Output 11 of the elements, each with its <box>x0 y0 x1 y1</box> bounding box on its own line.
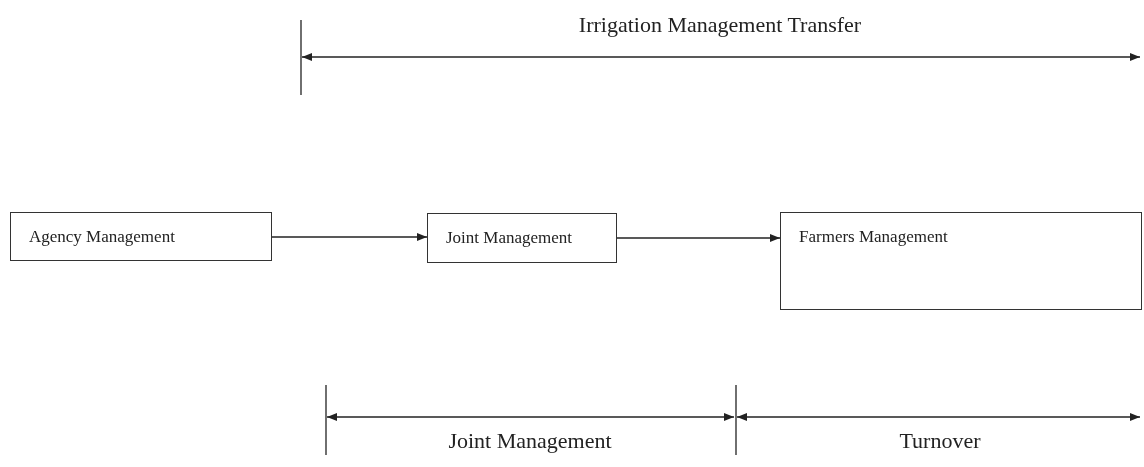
node-label: Farmers Management <box>799 227 948 247</box>
process-box <box>780 212 1142 310</box>
arrow <box>271 232 428 242</box>
process-box <box>427 213 617 263</box>
span-label: Joint Management <box>448 428 612 454</box>
span-label: Irrigation Management Transfer <box>578 12 862 38</box>
node-label: Joint Management <box>446 228 573 248</box>
arrow <box>616 233 781 243</box>
span-label: Turnover <box>899 428 981 454</box>
node-label: Agency Management <box>29 227 175 247</box>
process-box <box>10 212 272 261</box>
